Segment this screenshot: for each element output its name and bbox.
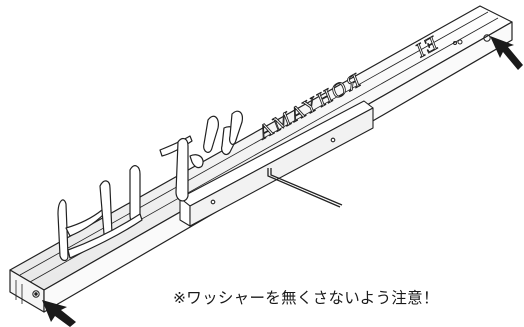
- hex-wrench: [267, 168, 343, 208]
- mounting-bracket: [179, 100, 374, 227]
- sign-kanji-letters: [57, 110, 243, 262]
- washer-warning-note: ※ワッシャーを無くさないよう注意！: [173, 289, 439, 307]
- washer-icon: [32, 34, 491, 298]
- arrow-icon: [42, 36, 523, 327]
